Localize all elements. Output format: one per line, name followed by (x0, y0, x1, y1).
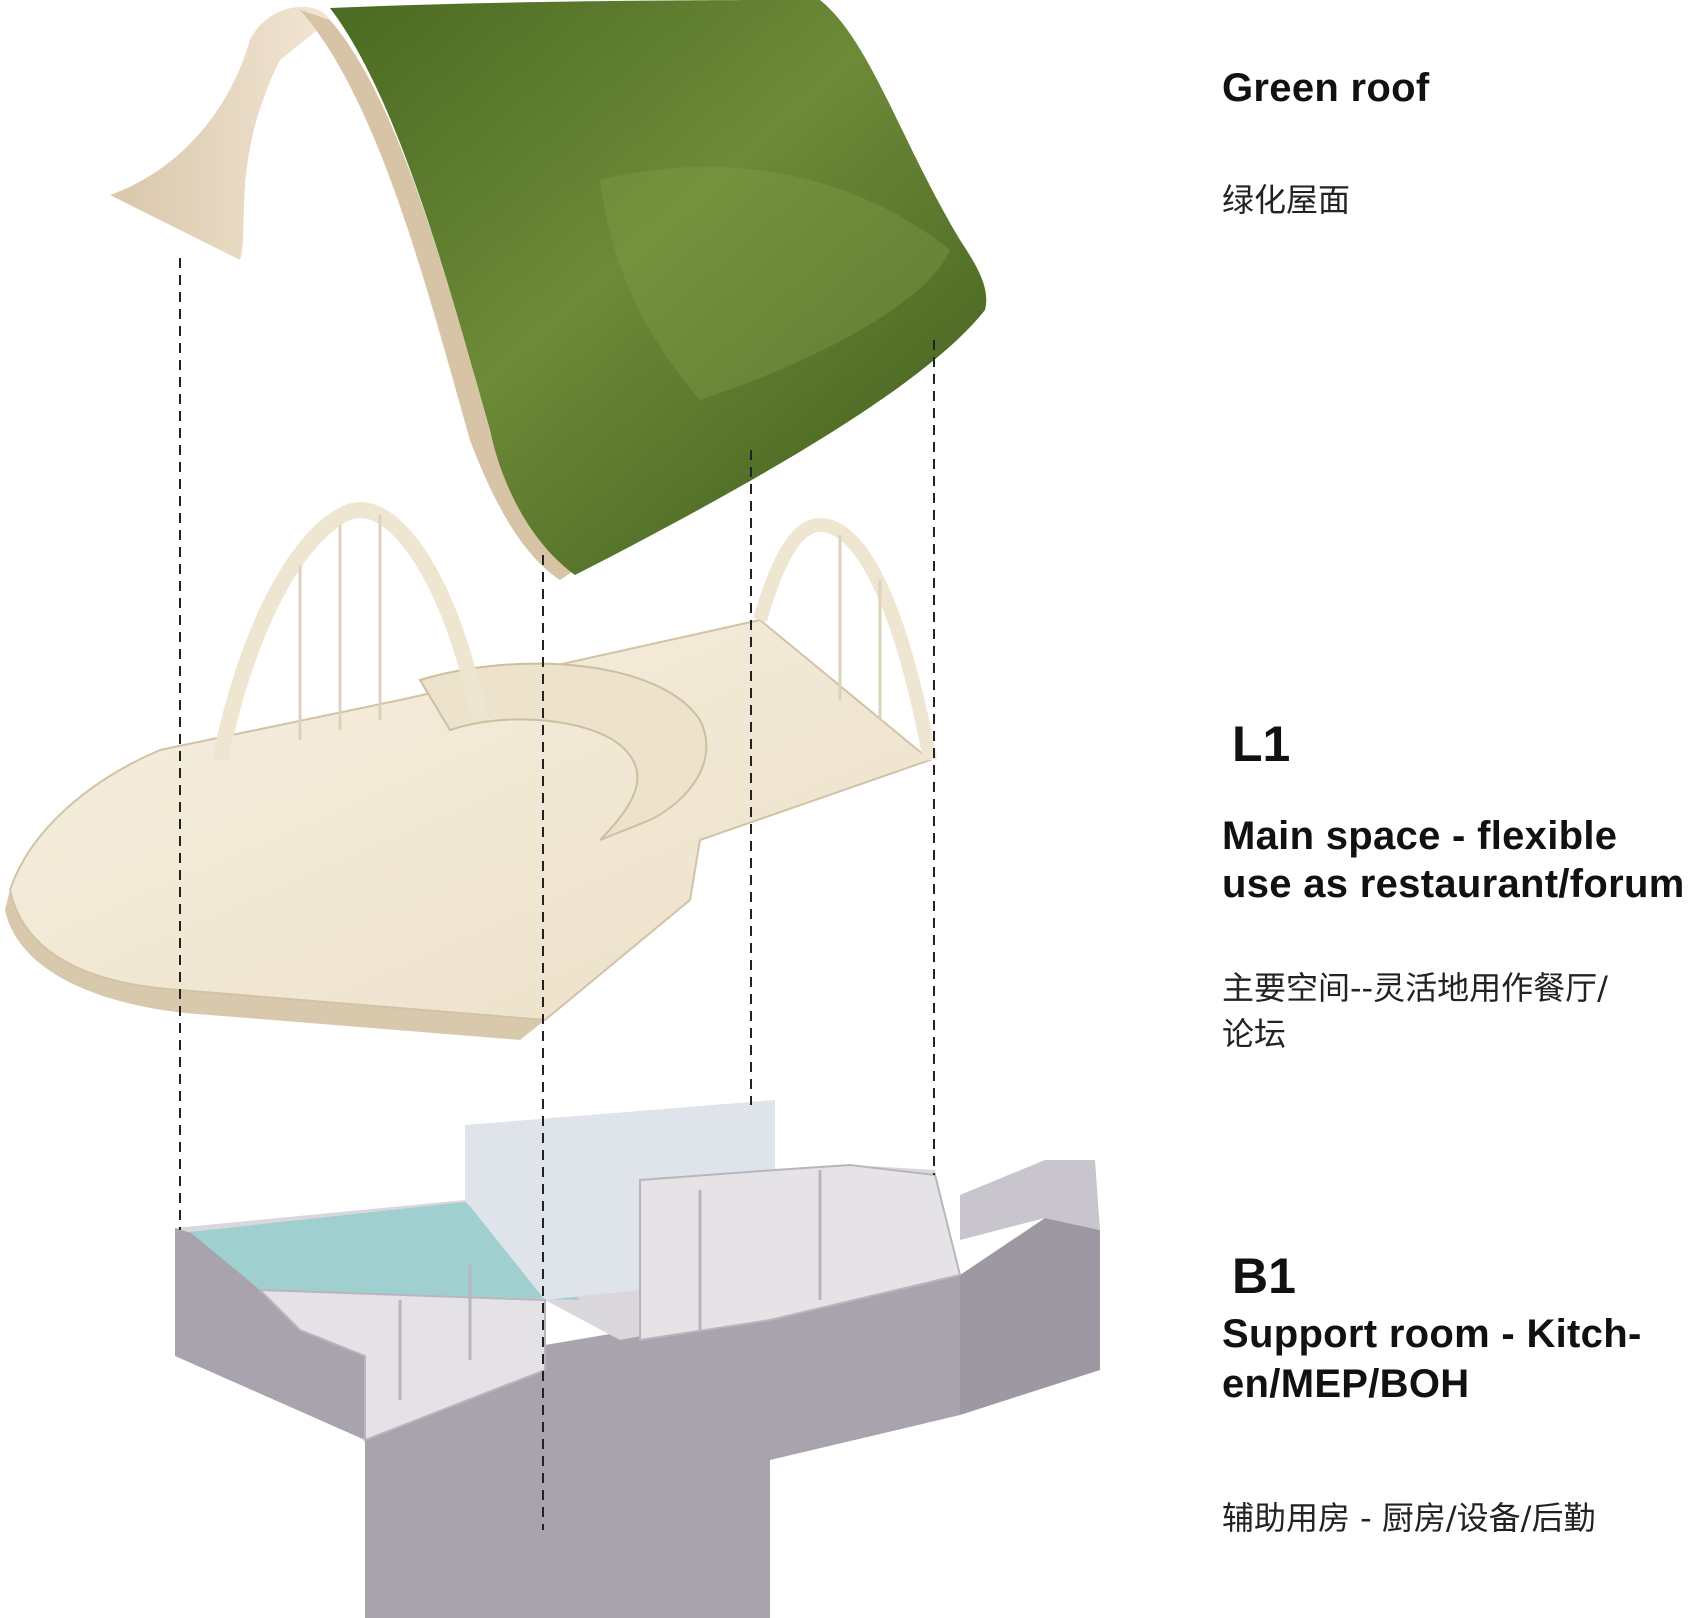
l1-subtitle-cn-line1: 主要空间--灵活地用作餐厅/ (1222, 969, 1608, 1007)
l1-front-arch (212, 501, 488, 762)
b1-outer-wall-right (960, 1218, 1100, 1415)
roof-underside-ribs (110, 6, 330, 260)
l1-floor-model (5, 501, 937, 1040)
roof-subtitle-cn: 绿化屋面 (1222, 181, 1351, 219)
roof-underside-edge (300, 10, 575, 580)
alignment-guide-lines (179, 258, 935, 1530)
l1-back-arch (753, 517, 937, 762)
roof-grass-highlight (600, 166, 950, 400)
b1-rooms-left (257, 1288, 546, 1442)
b1-level-label: B1 (1232, 1248, 1296, 1304)
b1-subtitle-cn: 辅助用房 - 厨房/设备/后勤 (1222, 1499, 1596, 1537)
b1-pool (190, 1202, 580, 1300)
b1-title-line2: en/MEP/BOH (1222, 1362, 1470, 1406)
b1-rooms-center (639, 1163, 962, 1342)
l1-seating-steps (418, 662, 708, 841)
b1-title-line1: Support room - Kitch- (1222, 1312, 1642, 1356)
roof-title: Green roof (1222, 66, 1430, 110)
l1-title-line2: use as restaurant/forum (1222, 862, 1685, 906)
roof-grass-surface (330, 0, 987, 575)
b1-stair-tower (960, 1160, 1100, 1240)
l1-title-line1: Main space - flexible (1222, 814, 1618, 858)
l1-level-label: L1 (1232, 716, 1291, 772)
b1-basement-model (175, 1100, 1100, 1618)
l1-subtitle-cn-line2: 论坛 (1222, 1015, 1287, 1053)
l1-floor-slab-edge (5, 890, 545, 1040)
green-roof-model (110, 0, 987, 580)
exploded-axonometric-diagram (5, 0, 1100, 1618)
